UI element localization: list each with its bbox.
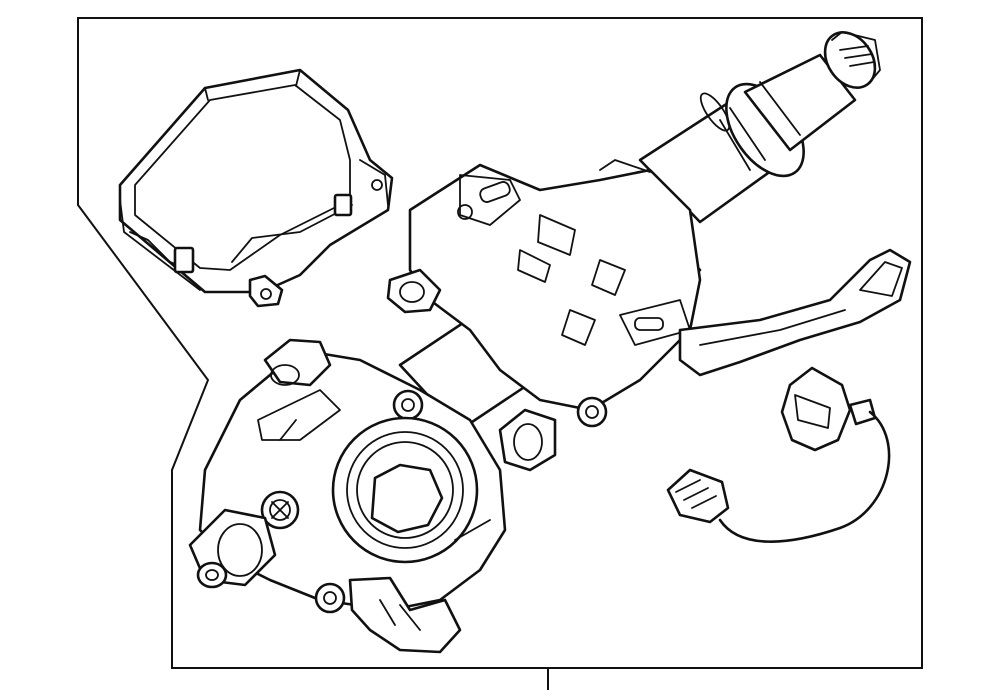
tilt-lever[interactable] <box>678 248 912 377</box>
column-bracket[interactable] <box>386 159 702 472</box>
ecu-module[interactable] <box>118 68 394 308</box>
wiring-harness[interactable] <box>666 366 891 543</box>
motor-gear-housing[interactable] <box>188 338 507 654</box>
diagram-frame <box>77 17 923 690</box>
